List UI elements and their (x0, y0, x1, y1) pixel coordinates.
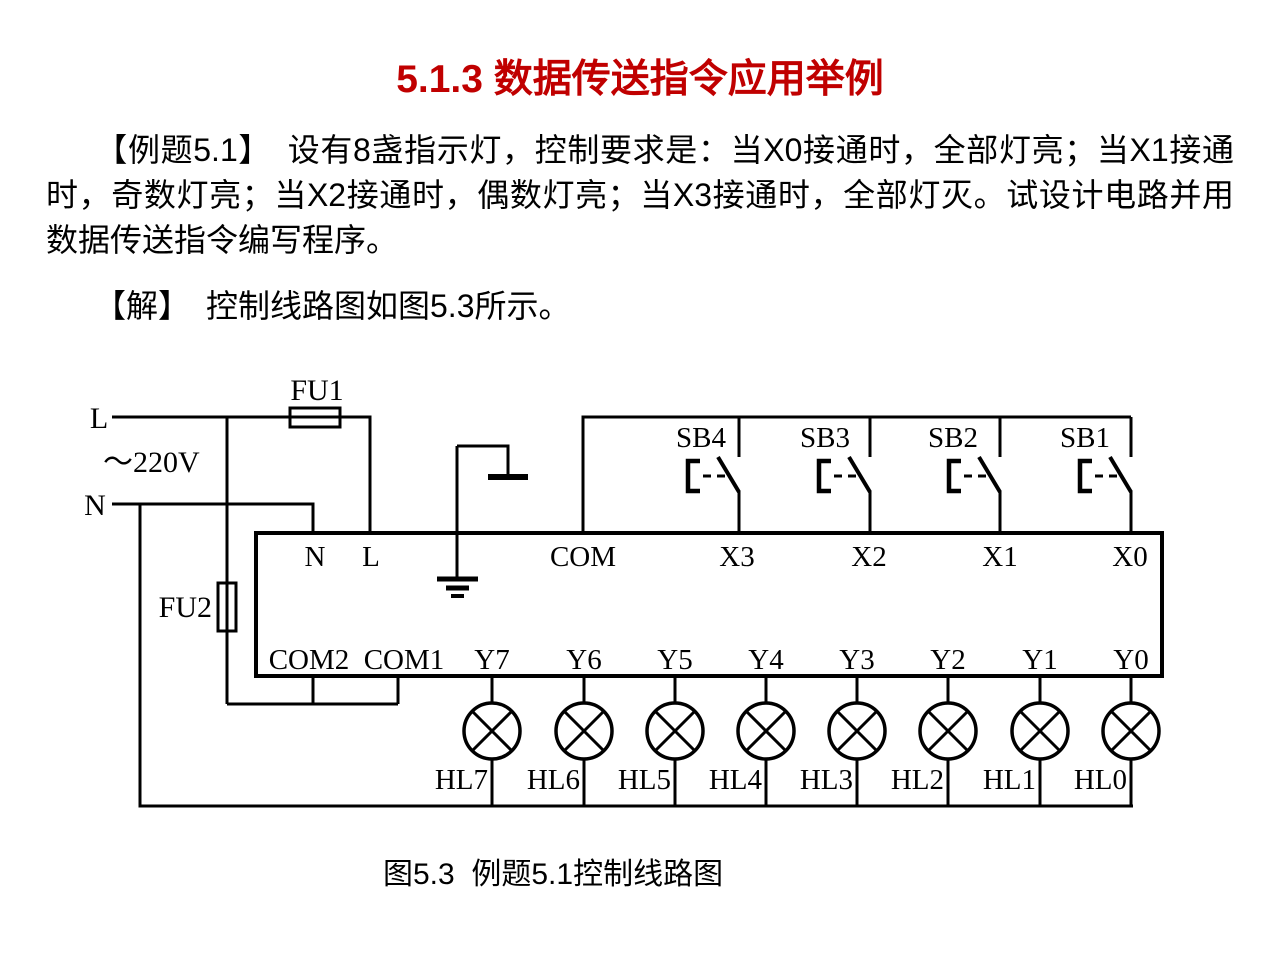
neutral-bottom-bus (138, 504, 1133, 808)
sb1-label: SB1 (1060, 422, 1110, 454)
terminal-y2: Y2 (930, 644, 965, 676)
terminal-com2: COM2 (269, 644, 350, 676)
hl1-label: HL1 (983, 764, 1036, 796)
hl4-label: HL4 (709, 764, 763, 796)
terminal-com1: COM1 (364, 644, 445, 676)
hl2-cross-2 (926, 709, 970, 753)
sb2-blade (977, 455, 1002, 494)
solution-intro: 【解】 控制线路图如图5.3所示。 (46, 288, 571, 324)
hl6-cross-2 (562, 709, 606, 753)
n-wire (112, 502, 315, 533)
terminal-y1: Y1 (1022, 644, 1057, 676)
terminal-y4: Y4 (748, 644, 784, 676)
com-jumper (227, 676, 400, 706)
lamp-hl4: HL4 (709, 676, 796, 806)
pushbutton-sb1: SB1 (1060, 417, 1133, 533)
hl5-cross-2 (653, 709, 697, 753)
sb1-actuator (1077, 458, 1092, 494)
sb2-actuator (946, 458, 961, 494)
sb2-label: SB2 (928, 422, 978, 454)
terminal-l: L (362, 541, 380, 573)
terminal-n: N (305, 541, 326, 573)
hl7-label: HL7 (435, 764, 488, 796)
hl0-label: HL0 (1074, 764, 1127, 796)
lamp-hl6: HL6 (527, 676, 614, 806)
fu2-body (216, 581, 238, 633)
l-wire (112, 415, 372, 533)
terminal-x1: X1 (982, 541, 1017, 573)
terminal-y6: Y6 (566, 644, 601, 676)
example-paragraph: 【例题5.1】 设有8盏指示灯，控制要求是：当X0接通时，全部灯亮；当X1接通时… (46, 132, 1234, 258)
lamp-hl3: HL3 (800, 676, 887, 806)
terminal-y5: Y5 (657, 644, 692, 676)
hl7-cross-2 (470, 709, 514, 753)
hl6-label: HL6 (527, 764, 580, 796)
terminal-y0: Y0 (1113, 644, 1148, 676)
lamp-hl0: HL0 (1074, 676, 1161, 806)
pushbutton-sb3: SB3 (800, 417, 872, 533)
lamp-hl5: HL5 (618, 676, 705, 806)
hl5-label: HL5 (618, 764, 671, 796)
hl4-cross-2 (744, 709, 788, 753)
terminal-com: COM (550, 541, 616, 573)
fu2-label: FU2 (159, 591, 212, 624)
hl2-label: HL2 (891, 764, 944, 796)
fuse-fu2: FU2 (159, 581, 238, 633)
terminal-x0: X0 (1112, 541, 1147, 573)
page-title: 5.1.3 数据传送指令应用举例 (396, 58, 884, 101)
figure-caption: 图5.3 例题5.1控制线路图 (383, 858, 724, 891)
line-l-label: L (90, 402, 108, 435)
power-input-lines (112, 415, 1133, 808)
fu1-body (288, 406, 342, 429)
terminal-x3: X3 (719, 541, 754, 573)
hl1-cross-2 (1018, 709, 1062, 753)
lamp-hl1: HL1 (983, 676, 1070, 806)
sb4-blade (716, 455, 741, 494)
sb3-blade (847, 455, 872, 494)
voltage-label: ～220V (103, 446, 200, 479)
sb3-label: SB3 (800, 422, 850, 454)
hl0-cross-2 (1109, 709, 1153, 753)
fu1-label: FU1 (290, 374, 343, 407)
ground-symbol (437, 444, 528, 598)
ground-hook-wire (457, 444, 510, 474)
terminal-x2: X2 (851, 541, 886, 573)
pushbutton-sb2: SB2 (928, 417, 1002, 533)
sb4-actuator (685, 458, 700, 494)
fuse-fu1: FU1 (288, 374, 344, 429)
lamp-hl7: HL7 (435, 676, 522, 806)
hl3-cross-2 (835, 709, 879, 753)
terminal-y3: Y3 (839, 644, 874, 676)
button-common-rail (581, 415, 1131, 533)
sb3-actuator (816, 458, 831, 494)
sb4-label: SB4 (676, 422, 726, 454)
lamp-hl2: HL2 (891, 676, 978, 806)
sb1-blade (1108, 455, 1133, 494)
line-n-label: N (84, 489, 106, 522)
pushbutton-sb4: SB4 (676, 417, 741, 533)
plc-box: N L COM X3 X2 X1 X0 COM2 COM1 Y7 Y6 Y5 Y… (254, 531, 1164, 678)
terminal-y7: Y7 (474, 644, 509, 676)
hl3-label: HL3 (800, 764, 853, 796)
plc-outline (254, 531, 1164, 678)
